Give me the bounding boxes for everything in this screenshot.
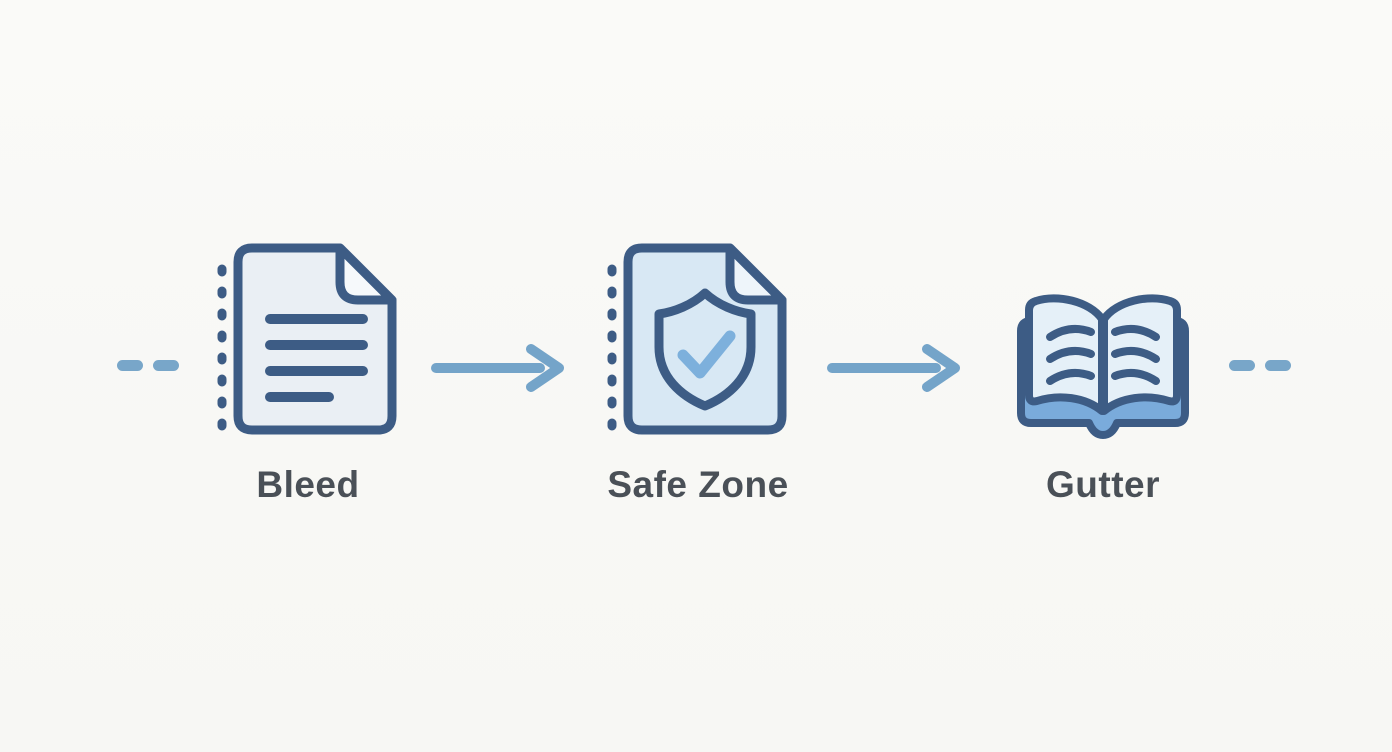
- dash-mark: [117, 360, 143, 371]
- step-label-safe-zone: Safe Zone: [607, 464, 789, 505]
- step-label-gutter: Gutter: [1046, 464, 1160, 505]
- open-book-icon: [1017, 294, 1189, 439]
- flow-arrow-icon: [827, 344, 960, 392]
- dash-mark: [153, 360, 179, 371]
- page-edge-dashes-right: [1229, 360, 1291, 371]
- dash-mark: [1229, 360, 1255, 371]
- flow-arrow-icon: [431, 344, 564, 392]
- shield-icon: [654, 288, 756, 411]
- dash-mark: [1265, 360, 1291, 371]
- checkmark-icon: [677, 330, 736, 379]
- step-label-bleed: Bleed: [256, 464, 360, 505]
- document-with-shield-check-icon: [607, 243, 787, 435]
- document-with-trim-marks-icon: [217, 243, 397, 435]
- page-edge-dashes-left: [117, 360, 179, 371]
